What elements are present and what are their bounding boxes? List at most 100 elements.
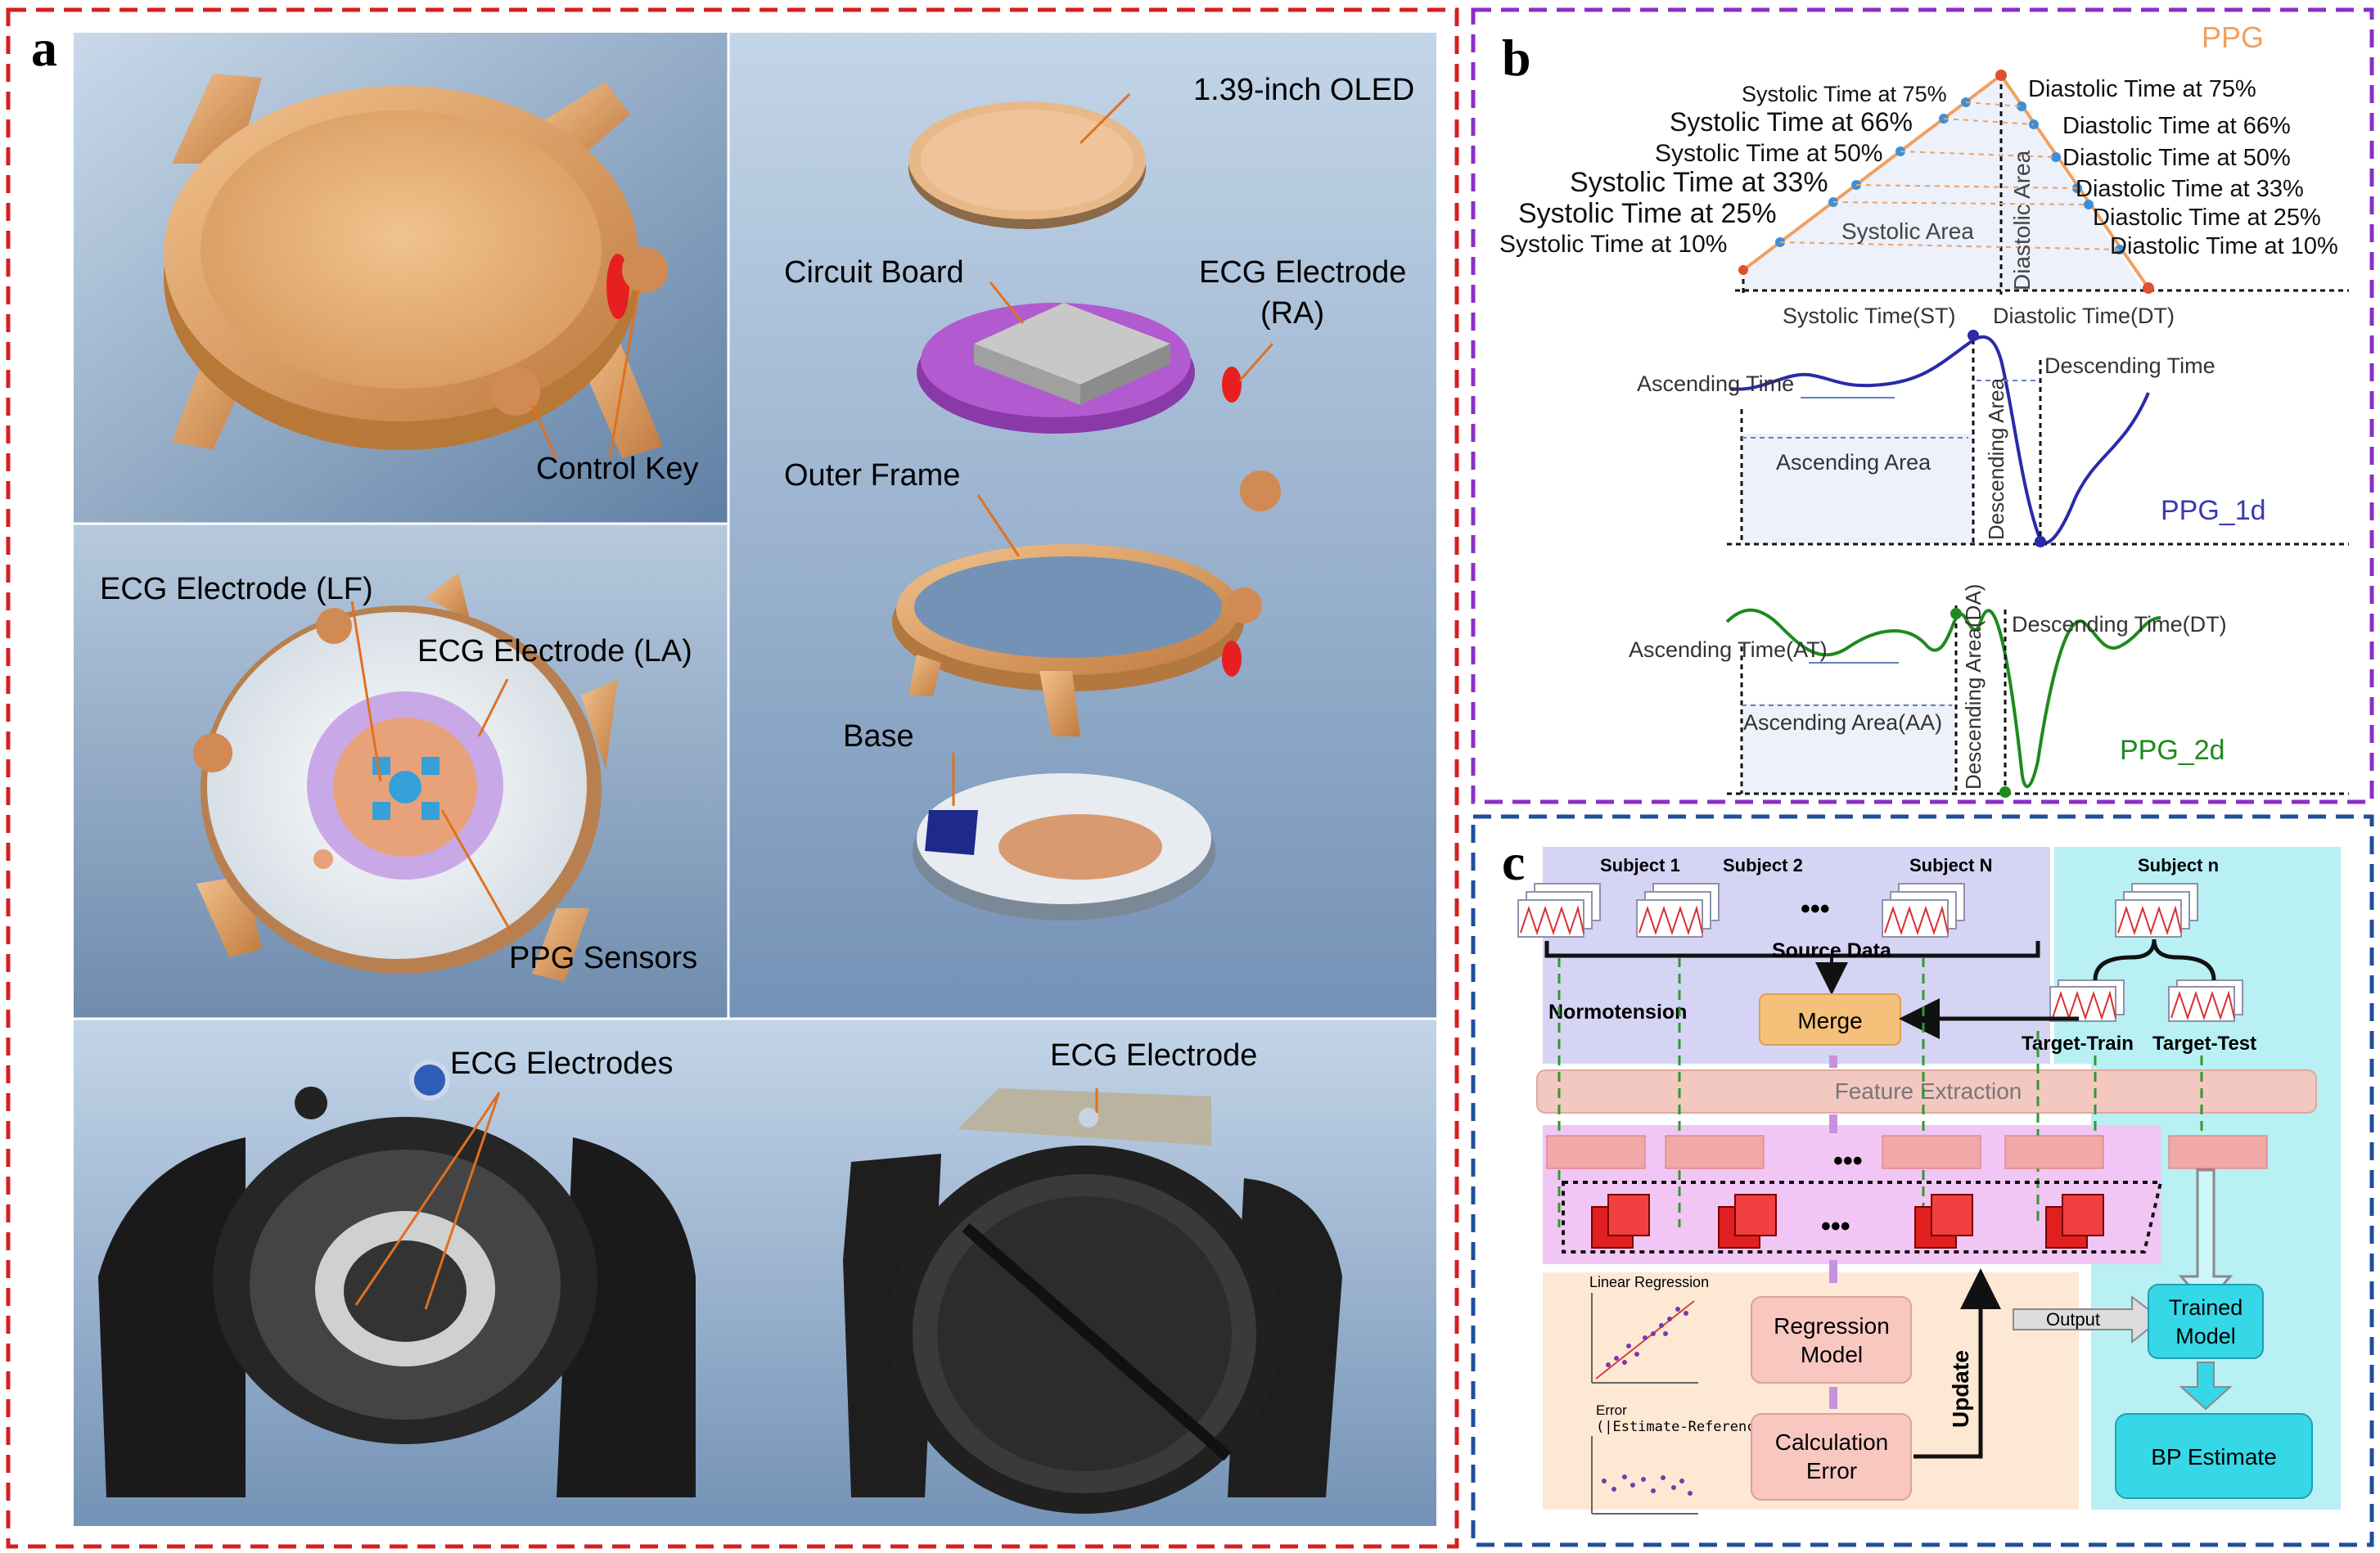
panel-b-letter: b — [1502, 29, 1531, 87]
label-trained-model-line2: Model — [2175, 1324, 2236, 1348]
systolic-time-50: Systolic Time at 50% — [1655, 140, 1882, 167]
label-oled: 1.39-inch OLED — [1193, 73, 1414, 107]
label-merge: Merge — [1797, 1008, 1862, 1033]
panel-a-border — [6, 7, 1459, 1549]
label-regression-model-line1: Regression — [1774, 1313, 1890, 1339]
label-systolic-time: Systolic Time(ST) — [1783, 304, 1956, 328]
label-ecg-electrodes: ECG Electrodes — [450, 1047, 673, 1081]
ellipsis-weights: ••• — [1821, 1211, 1850, 1242]
diastolic-labels: Diastolic Time at 75% Diastolic Time at … — [2028, 76, 2338, 259]
label-circuit-board: Circuit Board — [784, 255, 964, 290]
panel-a: a Control Key — [6, 7, 1459, 1549]
systolic-labels: Systolic Time at 75% Systolic Time at 66… — [1499, 82, 1947, 258]
systolic-time-10: Systolic Time at 10% — [1499, 231, 1727, 258]
subject-1-label: Subject 1 — [1600, 855, 1680, 876]
systolic-time-25: Systolic Time at 25% — [1518, 198, 1777, 229]
ellipsis-subjects: ••• — [1801, 894, 1830, 925]
label-target-test: Target-Test — [2152, 1033, 2256, 1055]
label-ecg-electrode-ra-line1: ECG Electrode — [1199, 255, 1406, 290]
label-ecg-electrode-lf: ECG Electrode (LF) — [100, 572, 373, 606]
ellipsis-features: ••• — [1833, 1146, 1863, 1177]
target-down-arrow-2 — [2179, 1362, 2233, 1411]
label-base: Base — [843, 719, 914, 754]
ppg-2d-title: PPG_2d — [2120, 735, 2225, 766]
label-feature-extraction: Feature Extraction — [1835, 1078, 2022, 1104]
calculation-error-box — [1751, 1413, 1912, 1501]
feature-map-strips — [1546, 1135, 2268, 1169]
label-2d-descending-area: Descending Area(DA) — [1961, 584, 1986, 790]
trained-model-box — [2148, 1284, 2264, 1359]
systolic-time-75: Systolic Time at 75% — [1742, 82, 1947, 106]
panel-c-border — [1471, 814, 2374, 1547]
watch-front-illustration — [164, 74, 668, 459]
update-arrow — [1913, 1268, 2001, 1459]
subject-2-label: Subject 2 — [1723, 855, 1803, 876]
label-bp-estimate: BP Estimate — [2151, 1444, 2277, 1470]
exploded-view-illustration — [892, 92, 1281, 921]
control-key-icon — [622, 247, 668, 293]
panel-b: b PPG Systolic Time a — [1471, 7, 2374, 804]
output-arrow — [2013, 1294, 2162, 1344]
label-calculation-error-line2: Error — [1806, 1458, 1857, 1483]
label-trained-model-line1: Trained — [2169, 1295, 2243, 1320]
watch-photo-back — [98, 1060, 696, 1497]
panel-a-letter: a — [31, 19, 57, 77]
label-1d-descending-area: Descending Area — [1984, 377, 2008, 540]
label-2d-ascending-time: Ascending Time(AT) — [1629, 637, 1828, 662]
systolic-time-66: Systolic Time at 66% — [1670, 107, 1913, 137]
ppg-waveform — [1735, 70, 2349, 295]
feature-extraction-bar — [1536, 1069, 2317, 1114]
label-error-line2: (|Estimate-Reference|) — [1596, 1419, 1780, 1435]
label-ecg-electrode: ECG Electrode — [1050, 1038, 1257, 1073]
label-ecg-electrode-ra-line2: (RA) — [1260, 296, 1324, 331]
panel-c-letter: c — [1502, 833, 1525, 891]
diastolic-time-33: Diastolic Time at 33% — [2076, 176, 2304, 202]
diastolic-time-10: Diastolic Time at 10% — [2110, 233, 2338, 259]
panel-b-border — [1471, 7, 2374, 804]
weight-box — [1562, 1181, 2163, 1254]
label-target-train: Target-Train — [2022, 1033, 2134, 1055]
ppg-title: PPG — [2202, 20, 2264, 54]
label-outer-frame: Outer Frame — [784, 458, 960, 493]
label-normotension: Normotension — [1548, 1001, 1687, 1024]
label-1d-descending-time: Descending Time — [2044, 353, 2215, 378]
subject-n-label: Subject n — [2138, 855, 2219, 876]
label-update: Update — [1948, 1350, 1973, 1428]
label-2d-descending-time: Descending Time(DT) — [2012, 612, 2227, 637]
label-1d-ascending-time: Ascending Time — [1637, 371, 1794, 396]
watch-photo-front — [843, 1088, 1342, 1514]
label-2d-ascending-area: Ascending Area(AA) — [1743, 710, 1942, 735]
bp-estimate-box — [2115, 1413, 2313, 1499]
label-systolic-area: Systolic Area — [1841, 218, 1974, 244]
panel-c: c Subject 1 Subject 2 Subject N Subject … — [1471, 814, 2374, 1547]
watch-back-illustration — [193, 573, 618, 982]
diastolic-time-50: Diastolic Time at 50% — [2062, 145, 2291, 171]
label-ecg-electrode-la: ECG Electrode (LA) — [417, 634, 692, 668]
label-error-line1: Error — [1596, 1402, 1627, 1418]
ppg-1d-waveform — [1727, 330, 2349, 547]
label-regression-model-line2: Model — [1801, 1342, 1863, 1367]
ppg-2d-waveform — [1725, 605, 2349, 798]
source-signal-stacks — [1517, 883, 2243, 1022]
error-plot — [1591, 1436, 1698, 1515]
label-linear-regression: Linear Regression — [1589, 1274, 1709, 1290]
regression-model-box — [1751, 1296, 1912, 1384]
diastolic-time-25: Diastolic Time at 25% — [2093, 205, 2321, 231]
source-data-brace — [1544, 941, 2040, 958]
label-output: Output — [2046, 1309, 2100, 1330]
label-calculation-error-line1: Calculation — [1775, 1429, 1889, 1455]
label-1d-ascending-area: Ascending Area — [1776, 450, 1931, 475]
label-diastolic-area: Diastolic Area — [2009, 150, 2035, 290]
label-ppg-sensors: PPG Sensors — [509, 941, 697, 975]
systolic-time-33: Systolic Time at 33% — [1570, 167, 1828, 198]
target-brace — [2093, 939, 2216, 981]
ppg-1d-title: PPG_1d — [2161, 495, 2266, 526]
label-diastolic-time: Diastolic Time(DT) — [1993, 304, 2175, 328]
linear-regression-plot — [1591, 1293, 1698, 1384]
label-control-key: Control Key — [536, 452, 699, 486]
diastolic-time-75: Diastolic Time at 75% — [2028, 76, 2256, 102]
subject-N-label: Subject N — [1909, 855, 1992, 876]
signal-traces — [1520, 905, 2235, 1021]
weight-cubes — [1591, 1194, 2104, 1249]
